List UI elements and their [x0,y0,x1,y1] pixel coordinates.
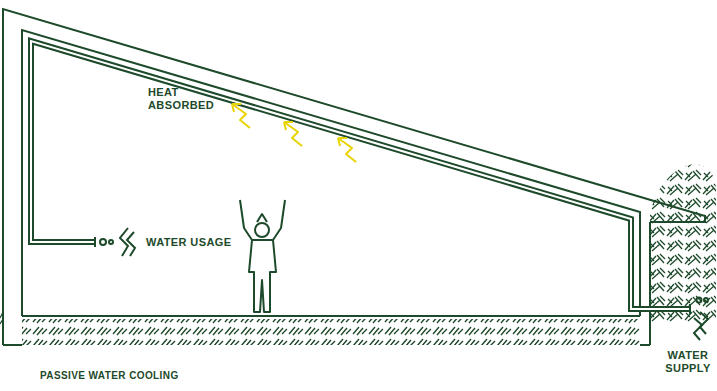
tap-symbol [95,228,135,256]
callout-label: WATER USAGE [146,236,256,249]
callout-label: WATER SUPPLY [662,349,714,375]
callout-label: HEAT ABSORBED [148,86,222,112]
tap-symbol [690,298,708,341]
person-figure [240,200,285,312]
building-outline [3,9,705,345]
water-pipe [31,41,690,309]
bush [650,164,716,322]
heat-arrow [232,104,356,162]
ground-hatch [22,319,640,345]
diagram-caption: PASSIVE WATER COOLING [40,369,179,382]
